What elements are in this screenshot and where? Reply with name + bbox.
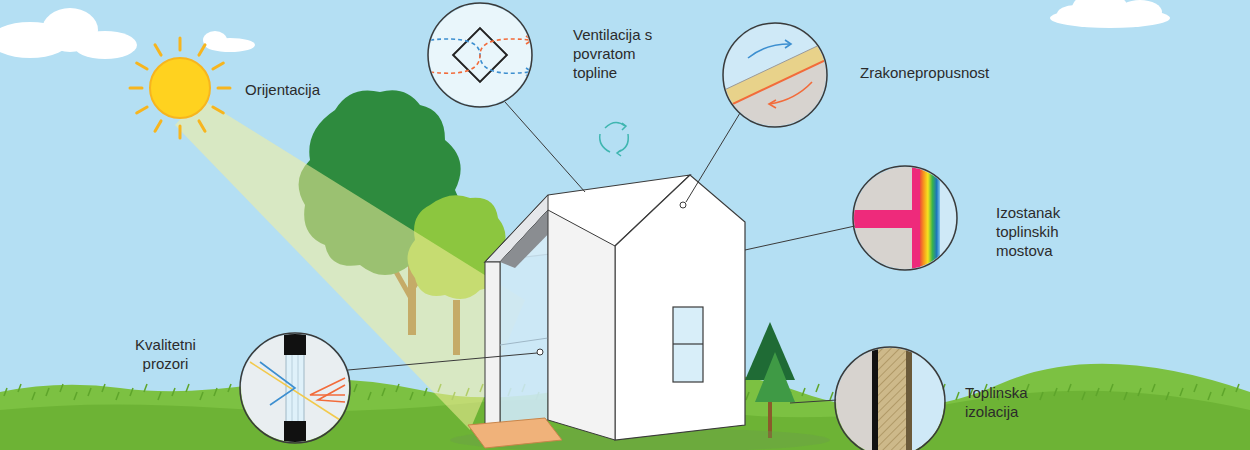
- cloud: [1050, 0, 1170, 28]
- detail-circle: [240, 333, 350, 443]
- grass-blade: [1152, 384, 1155, 392]
- sun-ray: [179, 38, 182, 50]
- sun-ray: [137, 63, 147, 69]
- grass-blade: [1096, 388, 1099, 396]
- grass-blade: [396, 384, 399, 392]
- grass-blade: [1194, 384, 1197, 392]
- sun-ray: [155, 45, 161, 55]
- airtightness-detail: [720, 20, 830, 130]
- callout-label: Kvalitetni prozori: [118, 335, 213, 373]
- grass-blade: [186, 384, 189, 392]
- grass-blade: [32, 392, 35, 400]
- window-bar: [673, 343, 703, 344]
- grass-blade: [144, 384, 147, 392]
- conifer: [755, 352, 795, 402]
- sun-ray: [137, 107, 147, 113]
- grass-blade: [1180, 388, 1183, 396]
- grass-blade: [354, 384, 357, 392]
- grass-blade: [1166, 392, 1169, 400]
- grass-blade: [158, 392, 161, 400]
- sun-ray: [179, 126, 182, 138]
- grass-blade: [214, 388, 217, 396]
- callout-label: Zrakonepropusnost: [860, 63, 1030, 82]
- front-frame: [485, 262, 500, 432]
- sun-ray: [199, 45, 205, 55]
- detail-circle: [723, 23, 827, 127]
- leader-dot: [680, 202, 686, 208]
- grass-blade: [410, 392, 413, 400]
- grass-blade: [1054, 388, 1057, 396]
- grass-blade: [172, 388, 175, 396]
- grass-blade: [1110, 384, 1113, 392]
- window-detail: [240, 333, 350, 443]
- window: [673, 307, 703, 382]
- sun-ray: [213, 63, 223, 69]
- sun-ray: [130, 87, 142, 90]
- grass-blade: [368, 392, 371, 400]
- leader-dot: [537, 349, 543, 355]
- grass-blade: [1068, 384, 1071, 392]
- grass-blade: [1222, 388, 1225, 396]
- callout-label: Izostanak toplinskih mostova: [996, 203, 1101, 260]
- grass-blade: [18, 384, 21, 392]
- cloud: [0, 8, 255, 59]
- side-wall: [548, 210, 615, 440]
- grass-blade: [46, 388, 49, 396]
- grass-blade: [74, 392, 77, 400]
- grass-blade: [1124, 392, 1127, 400]
- grass-blade: [816, 384, 819, 392]
- grass-blade: [130, 388, 133, 396]
- grass-blade: [1040, 392, 1043, 400]
- grass-blade: [88, 388, 91, 396]
- grass-blade: [1236, 384, 1239, 392]
- grass-blade: [102, 384, 105, 392]
- grass-blade: [1208, 392, 1211, 400]
- grass-blade: [60, 384, 63, 392]
- grass-blade: [1082, 392, 1085, 400]
- grass-blade: [382, 388, 385, 396]
- grass-blade: [228, 384, 231, 392]
- leader-line: [348, 102, 855, 403]
- callout-label: Ventilacija s povratom topline: [573, 25, 683, 82]
- detail-circle: [835, 347, 945, 450]
- thermal-bridge-detail: [850, 165, 960, 275]
- insulation-detail: [835, 347, 945, 450]
- sun-ray: [155, 121, 161, 131]
- grass-blade: [746, 392, 749, 400]
- grass-blade: [4, 388, 7, 396]
- grass-blade: [1138, 388, 1141, 396]
- grass-blade: [116, 392, 119, 400]
- sun-ray: [199, 121, 205, 131]
- sun-rays: [130, 38, 230, 138]
- callout-label: Orijentacija: [245, 80, 385, 99]
- sun-ray: [218, 87, 230, 90]
- recycle-icon: [600, 122, 629, 156]
- ventilation-detail: [420, 0, 540, 110]
- grass-blade: [956, 392, 959, 400]
- grass-blade: [802, 388, 805, 396]
- callout-label: Toplinska izolacija: [965, 383, 1075, 421]
- gable-wall: [615, 175, 745, 440]
- grass-blade: [200, 392, 203, 400]
- sun: [150, 58, 210, 118]
- grass-blade: [424, 388, 427, 396]
- grass-blade: [830, 392, 833, 400]
- porch: [468, 418, 562, 448]
- sun-ray: [213, 107, 223, 113]
- detail-circle: [428, 3, 532, 107]
- glass-mullion: [500, 338, 548, 345]
- detail-circle: [853, 166, 957, 270]
